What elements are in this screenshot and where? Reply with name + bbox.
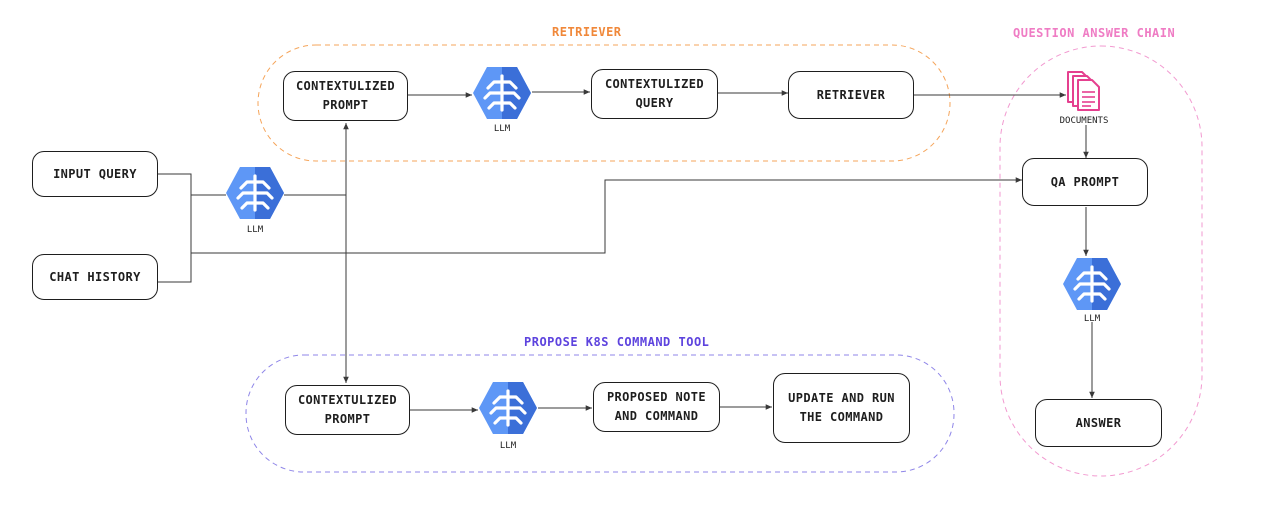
qa-group-outline (999, 45, 1203, 477)
llm-label: LLM (246, 225, 264, 235)
edge-input-query-merge (158, 173, 192, 195)
proposed-note-command-node[interactable]: PROPOSED NOTE AND COMMAND (593, 382, 720, 432)
brain-chip-icon (1063, 258, 1121, 310)
qa-group-title: QUESTION ANSWER CHAIN (1013, 26, 1176, 40)
edge-chat-history-merge (158, 195, 192, 283)
brain-chip-icon (479, 382, 537, 434)
k8s-group-outline (245, 354, 955, 473)
retriever-node[interactable]: RETRIEVER (788, 71, 914, 119)
answer-node[interactable]: ANSWER (1035, 399, 1162, 447)
k8s-group-title: PROPOSE K8S COMMAND TOOL (524, 335, 710, 349)
documents-label: DOCUMENTS (1059, 116, 1109, 126)
llm-label: LLM (1083, 314, 1101, 324)
qa-prompt-node[interactable]: QA PROMPT (1022, 158, 1148, 206)
edge-chat-history-qa-prompt (191, 177, 1022, 254)
contextualized-prompt-top-node[interactable]: CONTEXTULIZED PROMPT (283, 71, 408, 121)
documents-icon (1067, 71, 1100, 111)
update-run-command-node[interactable]: UPDATE AND RUN THE COMMAND (773, 373, 910, 443)
brain-chip-icon (226, 167, 284, 219)
chat-history-node[interactable]: CHAT HISTORY (32, 254, 158, 300)
retriever-group-outline (257, 44, 951, 162)
input-query-node[interactable]: INPUT QUERY (32, 151, 158, 197)
retriever-group-title: RETRIEVER (552, 25, 622, 39)
contextualized-prompt-bottom-node[interactable]: CONTEXTULIZED PROMPT (285, 385, 410, 435)
llm-label: LLM (499, 441, 517, 451)
edge-llm-ctx-prompt-top (284, 123, 349, 196)
contextualized-query-node[interactable]: CONTEXTULIZED QUERY (591, 69, 718, 119)
brain-chip-icon (473, 67, 531, 119)
llm-label: LLM (493, 124, 511, 134)
